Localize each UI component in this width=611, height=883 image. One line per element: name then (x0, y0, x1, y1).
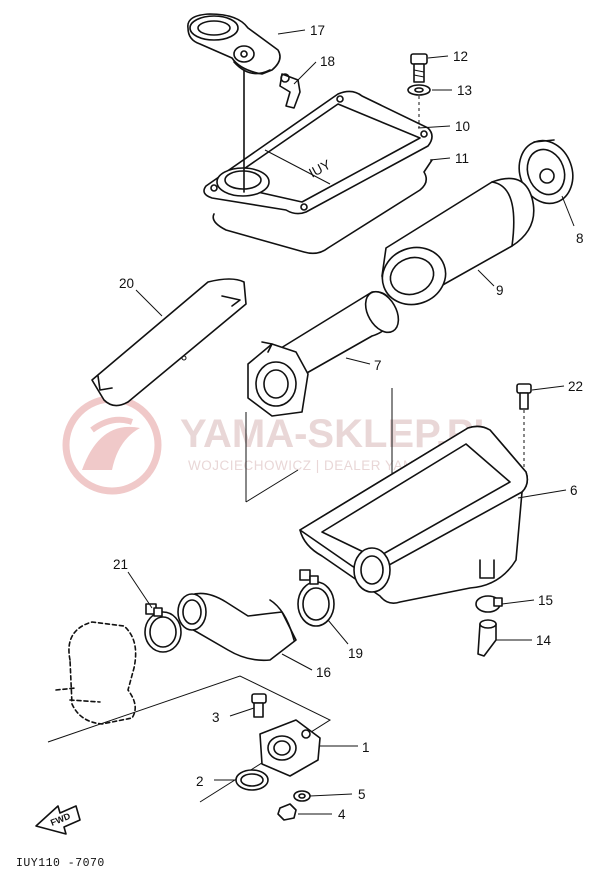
part-13-washer (407, 84, 431, 96)
watermark-subtitle: WOJCIECHOWICZ | DEALER YAMAHA (188, 458, 444, 473)
part-8-filter-cap (518, 139, 574, 205)
forward-arrow-icon: FWD (35, 805, 81, 835)
part-18-fitting (279, 73, 301, 109)
part-10-cover: IUY (203, 90, 433, 215)
callout-20: 20 (119, 276, 134, 291)
part-17-intake-elbow (187, 13, 281, 75)
callout-17: 17 (310, 23, 325, 38)
part-5-washer (293, 790, 311, 802)
part-4-nut (277, 803, 297, 821)
callout-22: 22 (568, 379, 583, 394)
callout-8: 8 (576, 231, 584, 246)
callout-1: 1 (362, 740, 370, 755)
callout-18: 18 (320, 54, 335, 69)
callout-13: 13 (457, 83, 472, 98)
part-12-bolt (410, 53, 428, 83)
dealer-logo-icon (62, 395, 162, 495)
diagram-code: IUY110 -7070 (16, 857, 105, 870)
part-22-bolt (516, 383, 532, 410)
callout-leader-lines (127, 29, 575, 815)
part-21-clamp (144, 603, 182, 653)
callout-7: 7 (374, 358, 382, 373)
callout-15: 15 (538, 593, 553, 608)
part-3-bolt (251, 693, 267, 718)
callout-19: 19 (348, 646, 363, 661)
part-1-joint (259, 719, 321, 777)
part-16-joint-hose (177, 592, 297, 662)
callout-16: 16 (316, 665, 331, 680)
part-15-clamp (475, 595, 503, 613)
callout-2: 2 (196, 774, 204, 789)
part-11-gasket (212, 159, 433, 255)
part-14-drain (477, 619, 497, 657)
part-6-air-box (299, 425, 529, 604)
callout-5: 5 (358, 787, 366, 802)
part-9-filter-element (381, 177, 535, 306)
part-19-clamp (297, 569, 335, 627)
callout-9: 9 (496, 283, 504, 298)
callout-12: 12 (453, 49, 468, 64)
callout-11: 11 (455, 151, 469, 166)
callout-3: 3 (212, 710, 220, 725)
part-20-plate (91, 278, 247, 407)
callout-4: 4 (338, 807, 346, 822)
callout-6: 6 (570, 483, 578, 498)
callout-labels: 17 18 12 13 10 11 8 9 20 7 22 6 21 15 14… (113, 23, 584, 822)
callout-10: 10 (455, 119, 470, 134)
part-2-o-ring (235, 769, 269, 791)
carburetor-outline (55, 621, 137, 725)
callout-21: 21 (113, 557, 128, 572)
part-7-intake-tube (247, 290, 400, 417)
callout-14: 14 (536, 633, 552, 648)
